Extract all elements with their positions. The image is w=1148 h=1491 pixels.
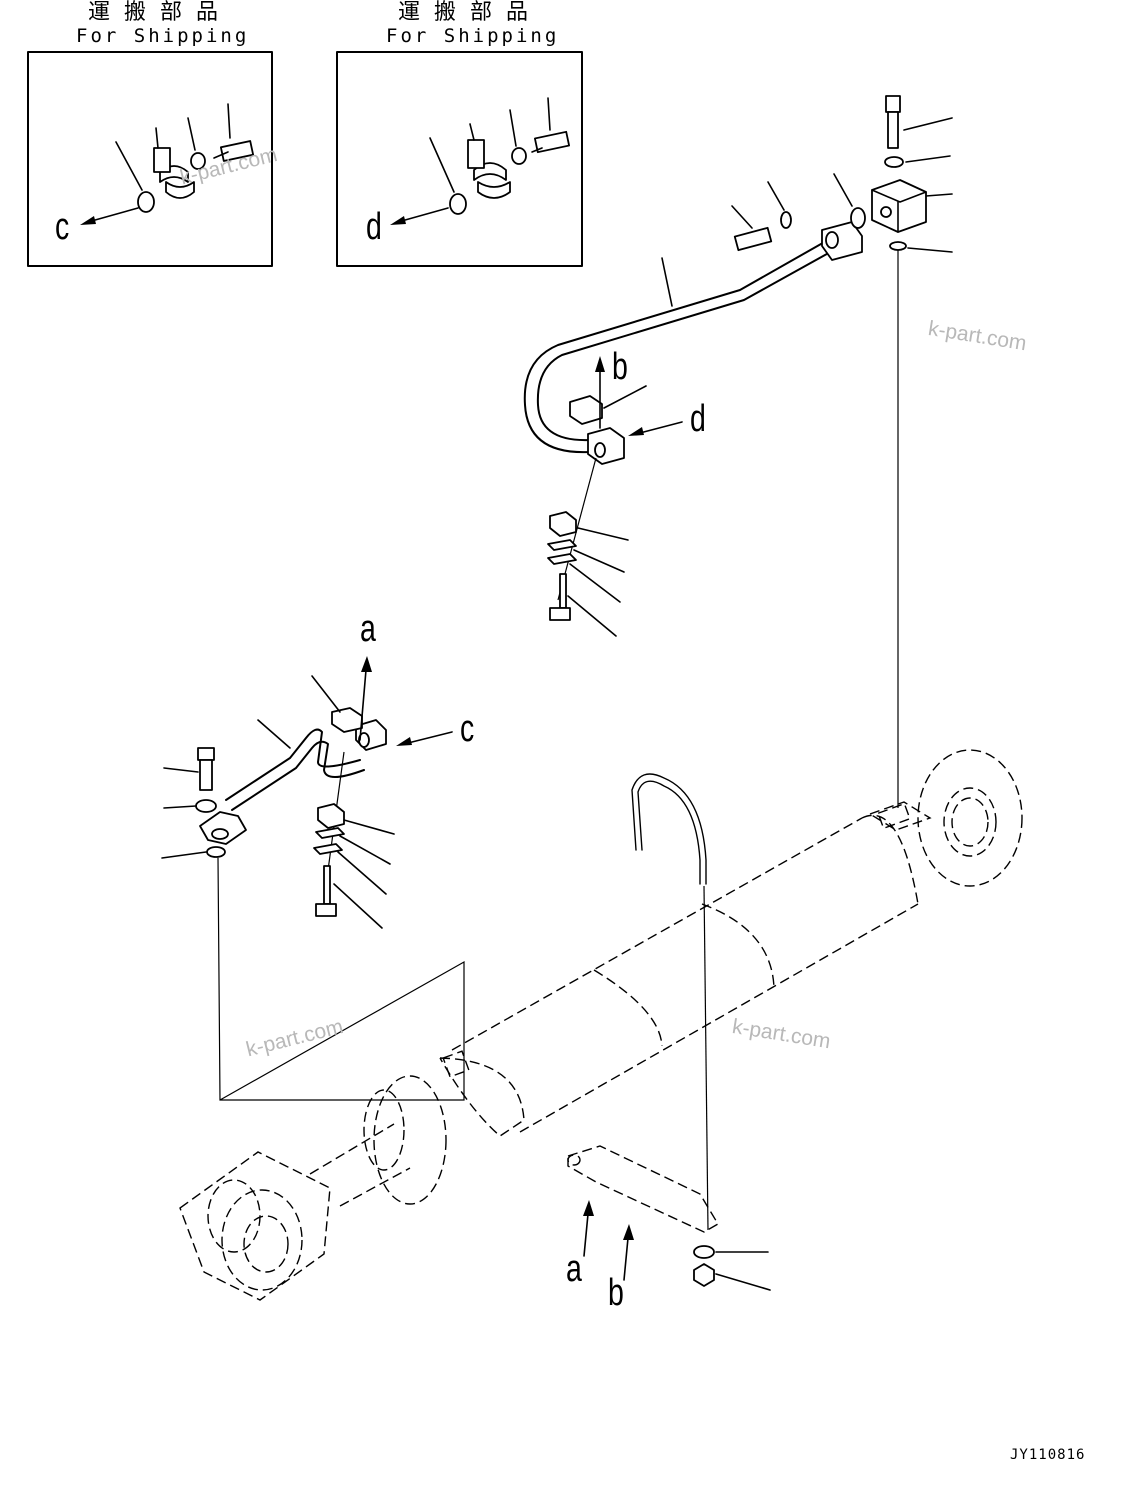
- shipping-box-1-title-en: For Shipping: [76, 25, 250, 47]
- lower-pipe-letter-a: a: [360, 608, 376, 650]
- hydraulic-cylinder: [179, 749, 1023, 1301]
- hose-and-bracket: [567, 773, 771, 1291]
- bracket-letter-a: a: [566, 1248, 582, 1290]
- shipping-box-1-title-jp: 運搬部品: [88, 0, 233, 25]
- top-right-fitting: [871, 95, 953, 808]
- shipping-box-2-title-en: For Shipping: [386, 25, 560, 47]
- shipping-box-2-title-jp: 運搬部品: [398, 0, 543, 25]
- shipping-box-1-letter: c: [55, 206, 70, 248]
- shipping-box-c: [27, 51, 273, 267]
- shipping-box-2-letter: d: [366, 206, 382, 248]
- bracket-letter-b: b: [608, 1272, 624, 1314]
- lower-pipe-assembly: [161, 656, 465, 1101]
- shipping-box-d: [336, 51, 583, 267]
- upper-pipe-letter-d: d: [690, 398, 706, 440]
- upper-pipe-assembly: [523, 173, 866, 637]
- drawing-code: JY110816: [1010, 1447, 1086, 1463]
- upper-pipe-letter-b: b: [612, 346, 628, 388]
- lower-pipe-letter-c: c: [460, 708, 475, 750]
